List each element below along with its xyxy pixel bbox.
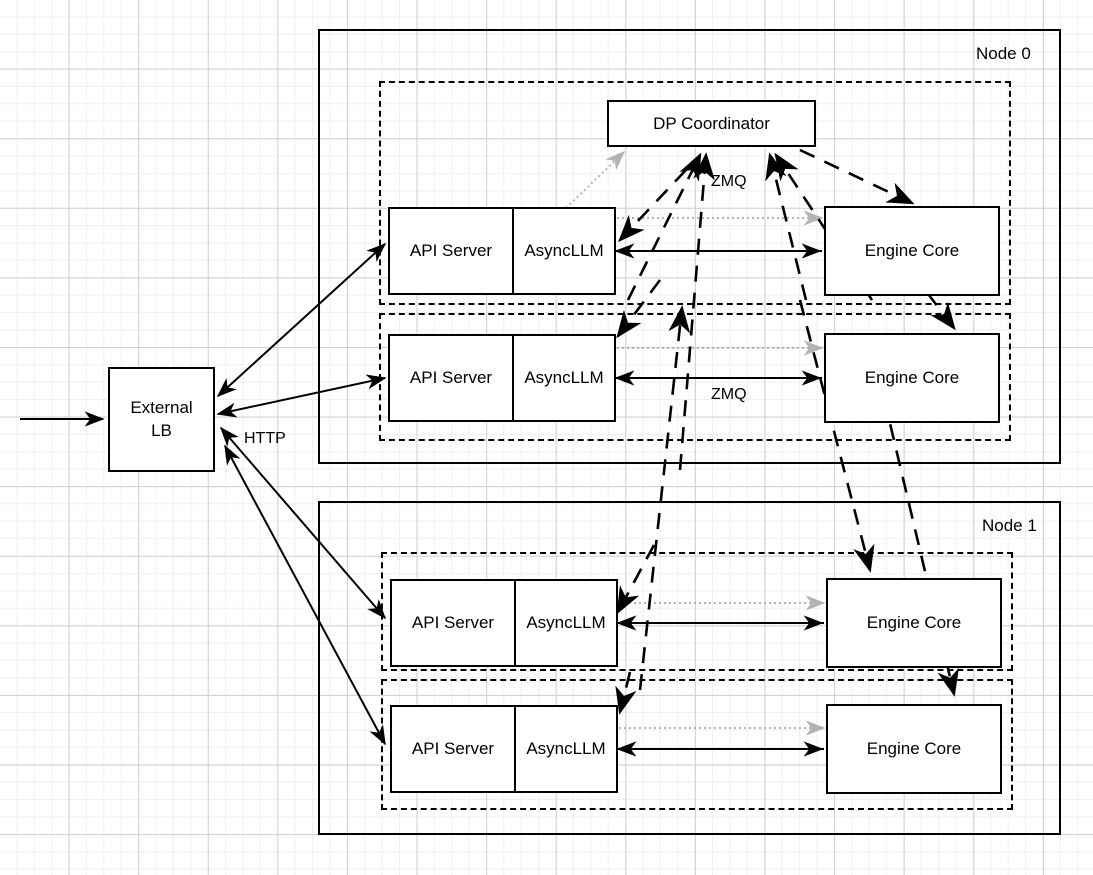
- node-0-group-0-async-llm[interactable]: AsyncLLM: [512, 209, 614, 293]
- node-0-group-0-engine-core[interactable]: Engine Core: [824, 206, 1000, 296]
- edge-coordinator-to-engine-0-0: [799, 148, 915, 205]
- zmq-label-top: ZMQ: [711, 173, 747, 190]
- node-1-group-1-container: [381, 679, 1013, 810]
- node-0-group-0-engine-core-label: Engine Core: [864, 241, 960, 260]
- node-1-group-0-api-server[interactable]: API Server: [411, 613, 495, 632]
- node-1-group-1-api-server[interactable]: API Server: [411, 739, 495, 758]
- node-1-group-1-async-llm[interactable]: AsyncLLM: [514, 707, 616, 791]
- node-1-group-1-engine-core-label: Engine Core: [866, 739, 962, 758]
- edge-lb-to-api-1-1: [224, 444, 386, 746]
- node-1-group-0-container: [381, 552, 1013, 671]
- http-label: HTTP: [244, 430, 286, 447]
- node-0-group-1-container: [379, 313, 1011, 441]
- node-0-group-1-engine-core-label: Engine Core: [864, 368, 960, 387]
- edge-dashed-to-asyncllm-1-1: [615, 671, 637, 715]
- node-0-group-1-async-llm[interactable]: AsyncLLM: [512, 336, 614, 420]
- node-0-group-0-api-server[interactable]: API Server: [409, 241, 493, 260]
- edge-lb-to-api-0-0: [216, 242, 387, 398]
- node-0-container: [318, 29, 1061, 464]
- dp-coordinator-box[interactable]: DP Coordinator: [607, 100, 816, 147]
- external-lb-line-2: LB: [151, 420, 172, 440]
- node-1-group-0-engine-core-label: Engine Core: [866, 613, 962, 632]
- node-0-group-1-api-server[interactable]: API Server: [409, 368, 493, 387]
- edge-dashed-to-asyncllm-0-1: [616, 279, 662, 339]
- node-1-group-0-engine-core[interactable]: Engine Core: [826, 578, 1002, 668]
- edge-asyncllm-to-coordinator-dotted: [565, 150, 626, 209]
- dp-coordinator-label: DP Coordinator: [653, 113, 770, 133]
- edge-coordinator-to-engine-1-0: [798, 299, 875, 573]
- zmq-label-bottom: ZMQ: [711, 386, 747, 403]
- edge-lb-to-api-0-1: [216, 374, 387, 418]
- node-0-group-0-server-unit[interactable]: API Server AsyncLLM: [388, 207, 616, 295]
- node-1-container: [318, 501, 1061, 835]
- node-0-group-1-engine-core[interactable]: Engine Core: [824, 333, 1000, 423]
- node-1-group-0-server-unit[interactable]: API Server AsyncLLM: [390, 579, 618, 667]
- external-lb-box[interactable]: External LB: [108, 367, 215, 472]
- node-0-group-1-server-unit[interactable]: API Server AsyncLLM: [388, 334, 616, 422]
- node-1-group-1-engine-core[interactable]: Engine Core: [826, 704, 1002, 794]
- node-0-label: Node 0: [976, 44, 1031, 63]
- node-0-group-0-container: [379, 81, 1011, 305]
- node-1-label: Node 1: [982, 516, 1037, 535]
- edge-node1-riser-dashed: [638, 305, 691, 691]
- edge-dashed-to-asyncllm-1-0: [616, 544, 656, 615]
- node-1-group-1-server-unit[interactable]: API Server AsyncLLM: [390, 705, 618, 793]
- external-lb-line-1: External: [130, 397, 193, 417]
- node-1-group-0-async-llm[interactable]: AsyncLLM: [514, 581, 616, 665]
